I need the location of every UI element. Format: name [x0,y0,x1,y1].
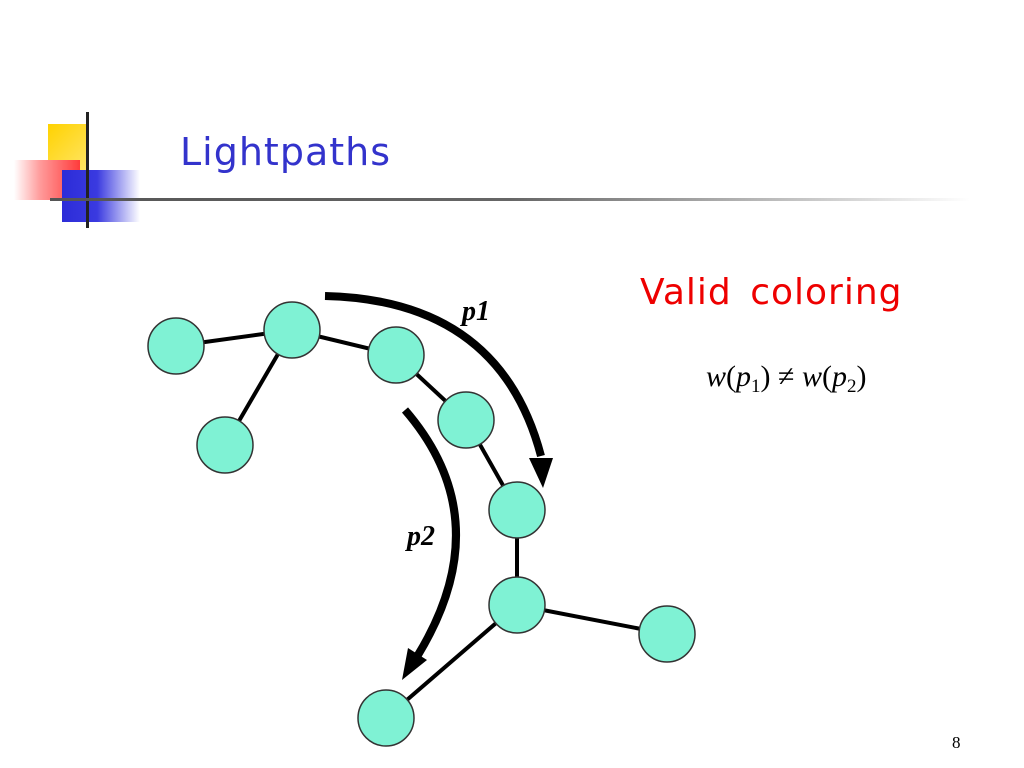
wavelength-formula: w(p1) ≠ w(p2) [706,360,867,397]
valid-coloring-heading: Valid coloring [640,272,903,313]
formula-rhs-var: p [832,360,847,393]
slide-title: Lightpaths [180,130,392,174]
path-p1-arrowhead [529,458,553,488]
title-underline [50,198,970,201]
formula-lhs-sub: 1 [751,376,761,397]
formula-lhs-fn: w [706,360,727,393]
path-p2-label: p2 [405,521,435,552]
node-h [638,605,696,663]
node-a [147,317,205,375]
node-d [367,326,425,384]
node-e [437,391,495,449]
formula-rhs-fn: w [801,360,822,393]
node-b [263,301,321,359]
page-number: 8 [952,733,961,752]
node-g [488,576,546,634]
edge-g-i [384,603,519,720]
node-c [196,416,254,474]
nodes [147,301,696,747]
decor-blue-block [62,170,140,222]
path-p2-arrow [401,407,460,658]
formula-operator: ≠ [778,360,795,393]
path-p2-arrowhead [402,648,427,680]
formula-lhs-var: p [736,360,752,393]
node-f [488,481,546,539]
formula-rhs-sub: 2 [847,376,857,397]
path-p1-arrow [324,292,545,458]
node-i [357,689,415,747]
path-p1-label: p1 [460,296,490,327]
decor-vertical-rule [86,112,89,228]
